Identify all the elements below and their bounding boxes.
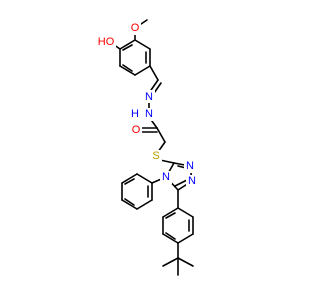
tert-butyl-group [162, 242, 194, 276]
vanillin-ring [119, 39, 151, 76]
triazole-n4-label: N [162, 171, 170, 183]
triazole-n1-label: N [186, 160, 194, 172]
amide-hydrogen-label: H [131, 108, 139, 120]
molecule-diagram: HO O N N H O S N N N [96, 19, 198, 276]
carbonyl-oxygen-label: O [132, 124, 141, 136]
phenyl-ring [121, 173, 153, 210]
structure-drawing: HO O N N H O S N N N [96, 19, 198, 276]
methoxy-oxygen-label: O [131, 22, 140, 34]
ring-to-ch-bond [149, 65, 159, 81]
imine-nitrogen-label: N [145, 91, 153, 103]
c-ch2-bond [156, 127, 166, 143]
amide-nitrogen-label: N [145, 108, 153, 120]
s-triazole-bond [159, 159, 175, 164]
hydroxyl-label: HO [98, 36, 115, 48]
atom-labels: HO O N N H O S N N N [96, 22, 198, 188]
tbutylphenyl-ring [162, 207, 194, 244]
sulfur-label: S [152, 150, 159, 162]
triazole-n2-label: N [188, 175, 196, 187]
